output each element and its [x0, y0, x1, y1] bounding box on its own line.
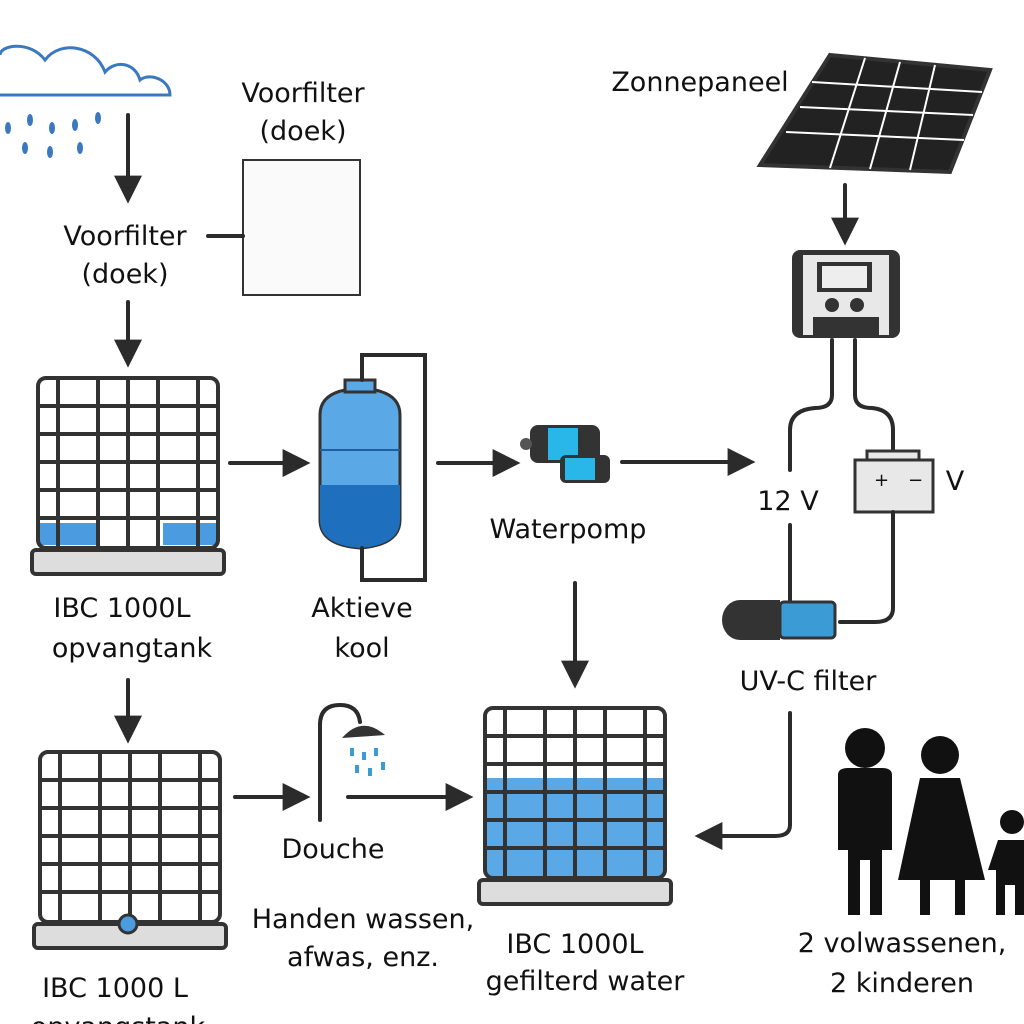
uv-c-lamp-icon — [722, 600, 837, 640]
solar-panel-label: Zonnepaneel — [611, 67, 788, 98]
ibc-second-label: IBC 1000 L — [42, 973, 188, 1004]
uses-label: Handen wassen, — [252, 904, 474, 935]
battery-icon: +− — [853, 449, 935, 514]
ibc-collect-label-2: opvangtank — [52, 633, 213, 664]
ibc-tank-icon-second — [32, 750, 228, 950]
shower-label: Douche — [282, 834, 385, 865]
prefilter-top-label-2: (doek) — [260, 116, 347, 147]
prefilter-left-label: Voorfilter — [63, 221, 187, 252]
carbon-label-2: kool — [334, 633, 389, 664]
shower-icon — [318, 702, 385, 822]
prefilter-left-label-2: (doek) — [82, 259, 169, 290]
family-label: 2 volwassenen, — [798, 928, 1007, 959]
family-icon — [838, 728, 1024, 915]
cloth-filter-icon — [242, 159, 361, 296]
charge-controller-icon — [792, 250, 900, 338]
ibc-collect-label: IBC 1000L — [53, 593, 190, 624]
svg-text:−: − — [908, 470, 923, 491]
ibc-second-label-2: opvangstank — [31, 1012, 206, 1024]
prefilter-top-label: Voorfilter — [241, 78, 365, 109]
battery-voltage-label: V — [946, 466, 965, 497]
water-pump-icon — [520, 425, 610, 483]
rain-cloud-icon — [0, 44, 172, 158]
ibc-tank-icon-filtered — [477, 706, 673, 906]
svg-text:+: + — [874, 470, 889, 491]
voltage-label: 12 V — [757, 486, 819, 517]
carbon-label: Aktieve — [311, 593, 412, 624]
family-label-2: 2 kinderen — [830, 968, 974, 999]
uses-label-2: afwas, enz. — [287, 942, 439, 973]
ibc-tank-icon — [30, 376, 226, 576]
carbon-filter-icon — [318, 353, 427, 582]
solar-panel-icon — [756, 52, 993, 175]
pump-label: Waterpomp — [490, 514, 647, 545]
ibc-filtered-label-2: gefilterd water — [486, 966, 686, 997]
ibc-filtered-label: IBC 1000L — [506, 929, 643, 960]
uvc-label: UV-C filter — [740, 666, 878, 697]
